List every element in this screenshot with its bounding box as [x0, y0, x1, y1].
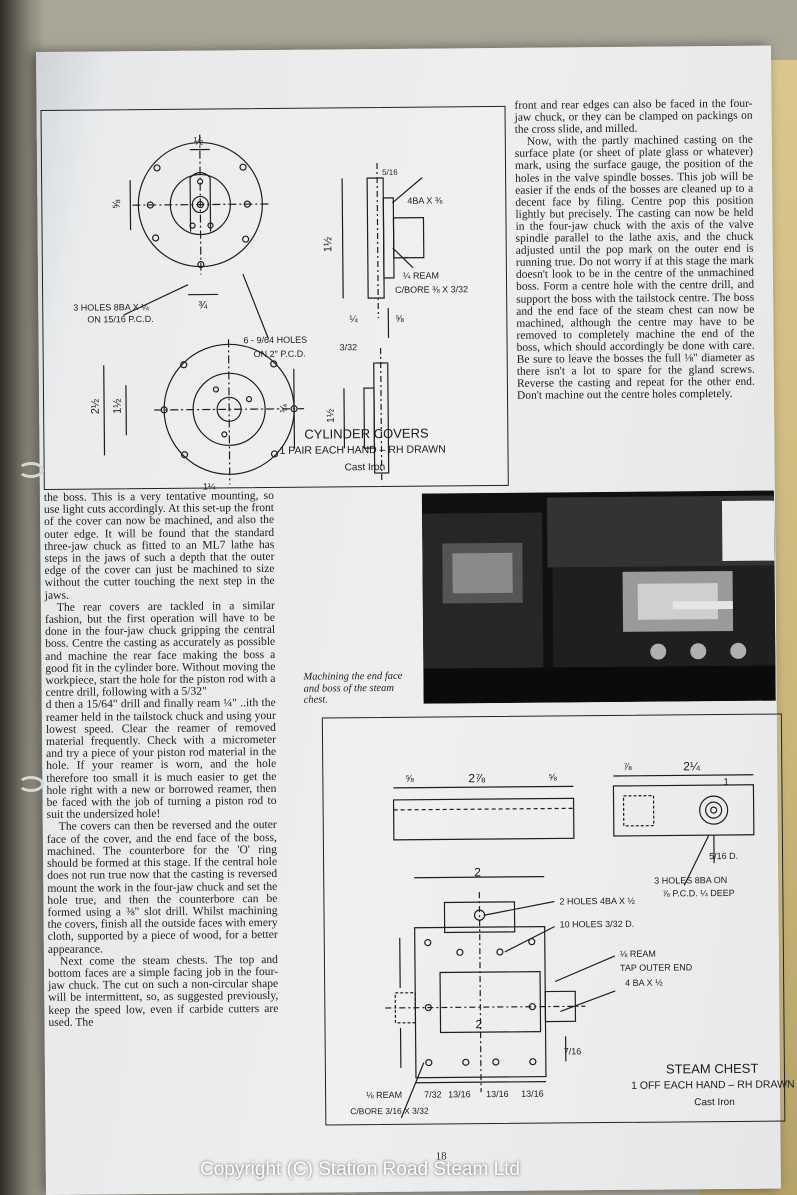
- label-pcd-deep: ⅞ P.C.D. ¼ DEEP: [662, 887, 735, 899]
- dim-three-quarter: ¾: [198, 299, 208, 312]
- binder-ring-top: [18, 462, 44, 478]
- dim-one: 1: [723, 776, 730, 789]
- cylinder-covers-drawing: ½ ⅝ 3 HOLES 8BA x ¼ ON 15/16 P.C.D. ¾ 6 …: [40, 105, 509, 492]
- dim-thirteen-16-b: 13/16: [486, 1088, 509, 1100]
- label-ream: ⅛ REAM: [619, 948, 656, 959]
- label-cbore: C/BORE 3/16 x 3/32: [350, 1105, 429, 1117]
- steam-chest-subtitle: 1 OFF EACH HAND – RH DRAWN: [630, 1078, 795, 1092]
- left-col-p3: d then a 15/64" drill and finally ream ¼…: [45, 696, 277, 822]
- dim-seven-32: 7/32: [424, 1089, 442, 1100]
- photo-caption: Machining the end face and boss of the s…: [303, 670, 403, 706]
- copyright-watermark: Copyright (C) Station Road Steam Ltd: [200, 1159, 520, 1180]
- label-pcd-2: ON 2" P.C.D.: [253, 348, 306, 360]
- dim-one-half-side: 1½: [325, 408, 337, 423]
- steam-chest-title: STEAM CHEST: [665, 1060, 759, 1077]
- left-col-p2: The rear covers are tackled in a similar…: [44, 598, 276, 700]
- label-ten-holes: 10 HOLES 3/32 D.: [559, 918, 635, 930]
- left-col-p4: The covers can then be reversed and the …: [46, 818, 278, 956]
- dim-2-1-4: 2¼: [683, 759, 701, 774]
- dim-quarter: ¼: [349, 314, 358, 326]
- dim-5-8-a: ⅝: [405, 773, 414, 785]
- cylinder-covers-svg: [103, 134, 425, 485]
- label-ream: ¼ REAM: [402, 270, 440, 281]
- steam-chest-material: Cast Iron: [694, 1096, 735, 1109]
- label-tap-outer: TAP OUTER END: [619, 962, 693, 973]
- dim-5-16-d: 5/16 D.: [708, 850, 739, 862]
- label-tap-ba: 4 BA x ½: [625, 977, 663, 988]
- dim-seven-16: 7/16: [563, 1046, 582, 1057]
- magazine-page: ½ ⅝ 3 HOLES 8BA x ¼ ON 15/16 P.C.D. ¾ 6 …: [36, 45, 795, 1195]
- left-column: the boss. This is a very tentative mount…: [43, 488, 279, 1029]
- steam-chest-photo: [421, 490, 776, 704]
- dim-half: ½: [193, 135, 204, 148]
- label-tap: 4BA x ⅜: [407, 195, 443, 206]
- dim-5-8-b: ⅝: [548, 772, 557, 784]
- dim-thirteen-16-a: 13/16: [448, 1089, 471, 1100]
- dim-five-eighths: ⅝: [110, 199, 123, 209]
- label-two-holes: 2 HOLES 4BA x ½: [559, 895, 636, 907]
- cylinder-covers-material: Cast Iron: [344, 461, 386, 474]
- dim-two-inner: 2: [475, 1017, 483, 1032]
- dim-two-half: 2½: [89, 398, 102, 415]
- dim-one-half-top: 1½: [322, 236, 335, 253]
- right-col-p2: Now, with the partly machined casting on…: [514, 134, 755, 403]
- binder-ring-bottom: [18, 776, 44, 792]
- steam-chest-drawing: ⅝ 2⅞ ⅝ ⅞ 2¼ 1 5/16 D. 3 HOLES 8BA ON ⅞ P…: [321, 713, 795, 1126]
- left-col-p1: the boss. This is a very tentative mount…: [43, 488, 275, 602]
- right-column: front and rear edges can also be faced i…: [514, 98, 755, 402]
- dim-one-half: 1½: [111, 398, 124, 415]
- left-col-p5: Next come the steam chests. The top and …: [47, 952, 279, 1029]
- right-col-p1: front and rear edges can also be faced i…: [514, 97, 753, 137]
- label-holes-6: 6 - 9/64 HOLES: [243, 334, 308, 346]
- label-holes-3: 3 HOLES 8BA x ¼: [73, 302, 149, 313]
- dim-five-eighths-2: ⅝: [395, 313, 404, 325]
- dim-2-7-8: 2⅞: [468, 771, 486, 786]
- dim-five-sixteenth: 5/16: [382, 167, 398, 177]
- photo-svg: [421, 490, 776, 704]
- cylinder-covers-title: CYLINDER COVERS: [304, 425, 429, 442]
- steam-chest-svg: [385, 774, 755, 1119]
- dim-three-32: 3/32: [339, 342, 358, 353]
- label-pcd: ON 15/16 P.C.D.: [87, 313, 154, 325]
- cylinder-covers-subtitle: 1 PAIR EACH HAND – RH DRAWN: [279, 443, 446, 457]
- label-cbore: C/BORE ⅜ x 3/32: [395, 284, 469, 295]
- dim-quarter-2: ¼: [278, 404, 290, 413]
- dim-two: 2: [474, 865, 481, 880]
- dim-thirteen-16-c: 13/16: [521, 1088, 544, 1099]
- label-ream-2: ⅛ REAM: [366, 1089, 403, 1101]
- dim-7-8: ⅞: [623, 761, 632, 773]
- label-three-holes: 3 HOLES 8BA ON: [654, 874, 728, 886]
